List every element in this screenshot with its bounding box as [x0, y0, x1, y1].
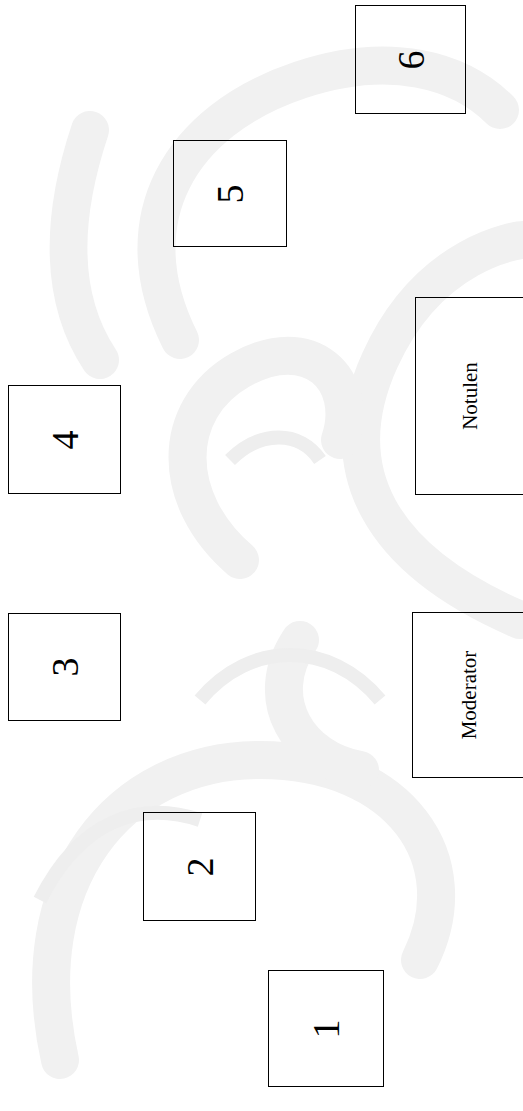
seat-number: 5 — [211, 184, 249, 203]
seat-box: 2 — [143, 812, 256, 921]
notes-box: Notulen — [415, 297, 523, 495]
role-label: Notulen — [460, 362, 481, 430]
seat-box: 3 — [8, 613, 121, 721]
moderator-box: Moderator — [412, 612, 523, 778]
seat-number: 6 — [392, 50, 430, 69]
role-label: Moderator — [458, 651, 479, 740]
seat-box: 4 — [8, 385, 121, 494]
seat-number: 1 — [307, 1019, 345, 1038]
seat-box: 5 — [173, 140, 287, 247]
seat-number: 4 — [46, 430, 84, 449]
seat-box: 6 — [355, 5, 466, 114]
seat-box: 1 — [268, 970, 384, 1087]
seat-number: 3 — [46, 658, 84, 677]
seat-number: 2 — [181, 857, 219, 876]
watermark-swirls — [51, 66, 523, 1060]
watermark-lines — [40, 438, 380, 901]
